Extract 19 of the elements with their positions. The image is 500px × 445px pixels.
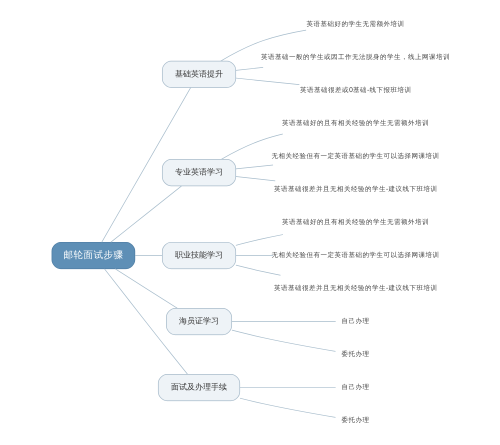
connector [235,164,274,170]
connector [114,268,178,309]
node-box: 邮轮面试步骤 [52,242,136,270]
connector [110,186,182,243]
connector [235,234,284,246]
connector [232,330,336,352]
connector [235,176,276,182]
connector [134,255,163,256]
connector [104,268,188,375]
connector [220,30,306,62]
connector [235,78,300,86]
connector [220,134,284,160]
connector [231,321,336,322]
connector [235,67,264,71]
connector [101,87,191,243]
connector [235,255,274,256]
connector [240,387,336,388]
connector [236,264,281,276]
connector [240,398,336,418]
